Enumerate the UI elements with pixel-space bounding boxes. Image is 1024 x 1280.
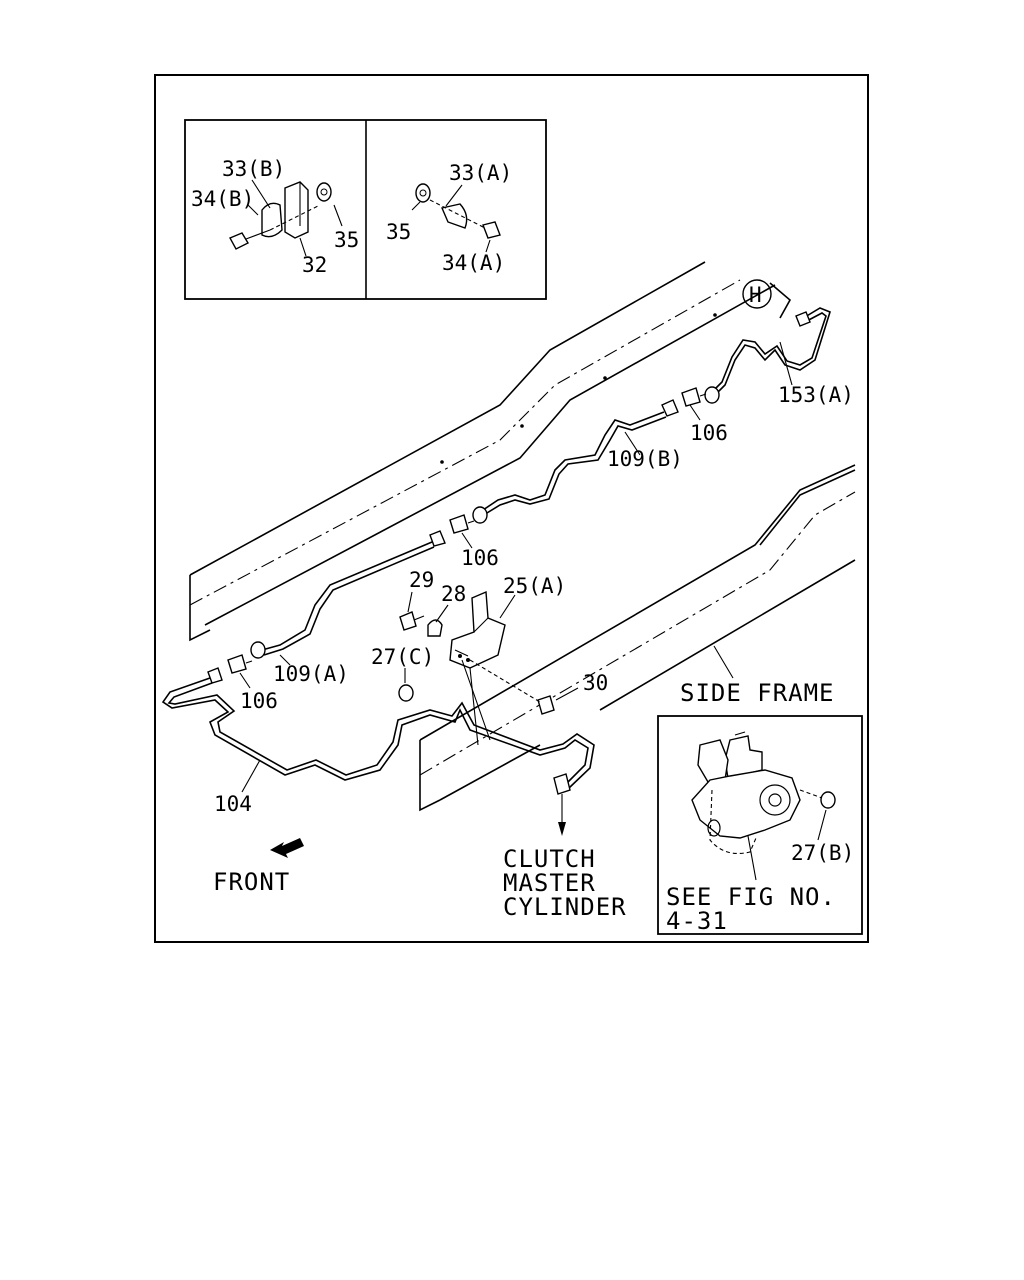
pipe-109a [250,530,446,666]
bolt-30-icon [469,659,579,715]
side-frame-lower [419,464,856,812]
nut-35-right-icon [415,183,431,203]
label-see-fig-line2: 4-31 [666,907,728,935]
label-153a: 153(A) [778,383,854,407]
label-34b: 34(B) [191,187,254,211]
label-106-middle: 106 [461,546,499,570]
diagram-border [154,74,869,943]
bracket-32-icon [284,181,309,239]
label-33b: 33(B) [222,157,285,181]
label-109b: 109(B) [607,447,683,471]
label-h: H [749,283,762,307]
label-33a: 33(A) [449,161,512,185]
detail-inset-steering-gear [657,715,863,935]
label-28: 28 [441,582,466,606]
label-30: 30 [583,671,608,695]
label-25a: 25(A) [503,574,566,598]
label-side-frame: SIDE FRAME [680,679,835,707]
junction-h-marker [742,279,772,309]
label-front: FRONT [213,868,290,896]
label-clutch-line1: CLUTCH [503,845,596,873]
connector-106-lower [227,654,253,689]
bolt-34a-icon [429,199,501,239]
label-27c: 27(C) [371,645,434,669]
clip-28-icon [427,604,449,637]
label-clutch-line2: MASTER [503,869,596,897]
nut-35-icon [316,182,332,202]
connector-106-upper [681,387,707,421]
label-32: 32 [302,253,327,277]
detail-inset-clamps [184,119,547,300]
clamp-33a-icon [441,203,468,229]
front-arrow-icon [270,838,304,858]
label-106-lower: 106 [240,689,278,713]
bracket-25a [449,590,516,746]
label-clutch-line3: CYLINDER [503,893,627,921]
label-27b: 27(B) [791,841,854,865]
label-104: 104 [214,792,252,816]
label-109a: 109(A) [273,662,349,686]
label-see-fig-line1: SEE FIG NO. [666,883,836,911]
nut-27c-icon [398,668,414,702]
label-35-left: 35 [334,228,359,252]
steering-gear-icon [691,731,836,881]
pipe-104 [161,667,595,836]
label-35-right: 35 [386,220,411,244]
side-frame-upper [189,261,776,642]
bolt-29-icon [399,591,425,631]
label-34a: 34(A) [442,251,505,275]
bolt-34b-icon [229,205,319,250]
connector-106-middle [449,514,475,549]
label-29: 29 [409,568,434,592]
pipe-109b [472,399,679,524]
pipe-153a [704,279,831,404]
label-106-upper: 106 [690,421,728,445]
